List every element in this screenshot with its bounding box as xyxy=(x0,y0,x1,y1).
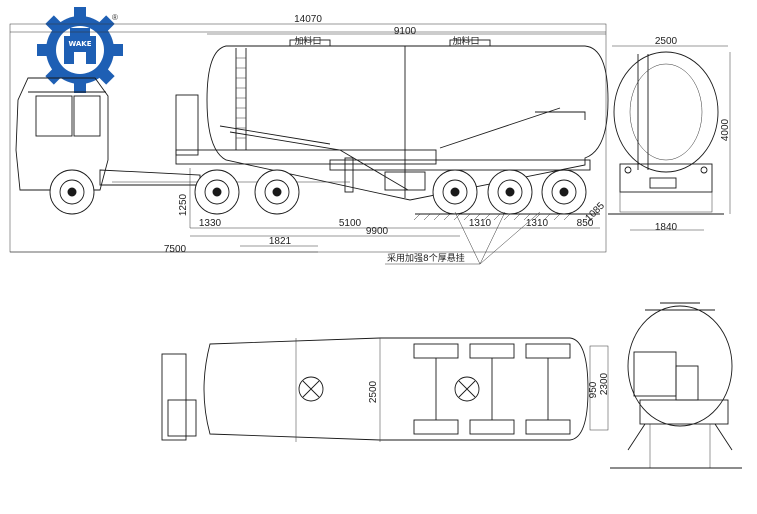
dim-top-width: 2500 xyxy=(368,380,379,403)
suspension-note: 采用加强8个厚悬挂 xyxy=(387,252,465,264)
dim-rear-850: 850 xyxy=(577,218,594,229)
dim-7500: 7500 xyxy=(164,244,187,255)
tank-top-outline xyxy=(203,337,589,441)
inlet-label-right: 加料口 xyxy=(452,35,479,47)
dim-axle-1310-b: 1310 xyxy=(526,218,549,229)
dim-angle: 1085 xyxy=(583,200,607,224)
registered-mark: ® xyxy=(112,13,118,22)
dim-1330: 1330 xyxy=(199,218,222,229)
logo-text: WAKE xyxy=(68,40,91,48)
dim-tank-length: 9100 xyxy=(394,26,417,37)
dim-5100: 5100 xyxy=(339,218,362,229)
dim-1821: 1821 xyxy=(269,236,292,247)
tractor-wheels xyxy=(49,169,300,215)
dim-overall-length: 14070 xyxy=(294,14,322,25)
wake-logo: WAKE ® xyxy=(37,7,123,93)
dim-9900: 9900 xyxy=(366,226,389,237)
trailer-wheels xyxy=(432,169,587,215)
dim-axle-1310-a: 1310 xyxy=(469,218,492,229)
front-view xyxy=(610,302,742,469)
dim-rear-width-top: 2500 xyxy=(655,36,678,47)
dim-track-width: 1840 xyxy=(655,222,678,233)
tractor-cab xyxy=(15,77,109,191)
dim-hitch-2300: 2300 xyxy=(599,372,610,395)
top-view: 2500 950 2300 xyxy=(161,337,610,442)
dim-height-left: 1250 xyxy=(178,193,189,216)
dim-hitch-950: 950 xyxy=(588,381,599,398)
rear-view: 2500 4000 1840 xyxy=(608,36,731,233)
tank-body xyxy=(206,45,609,201)
inlet-label-left: 加料口 xyxy=(294,35,321,47)
dim-rear-height: 4000 xyxy=(720,118,731,141)
